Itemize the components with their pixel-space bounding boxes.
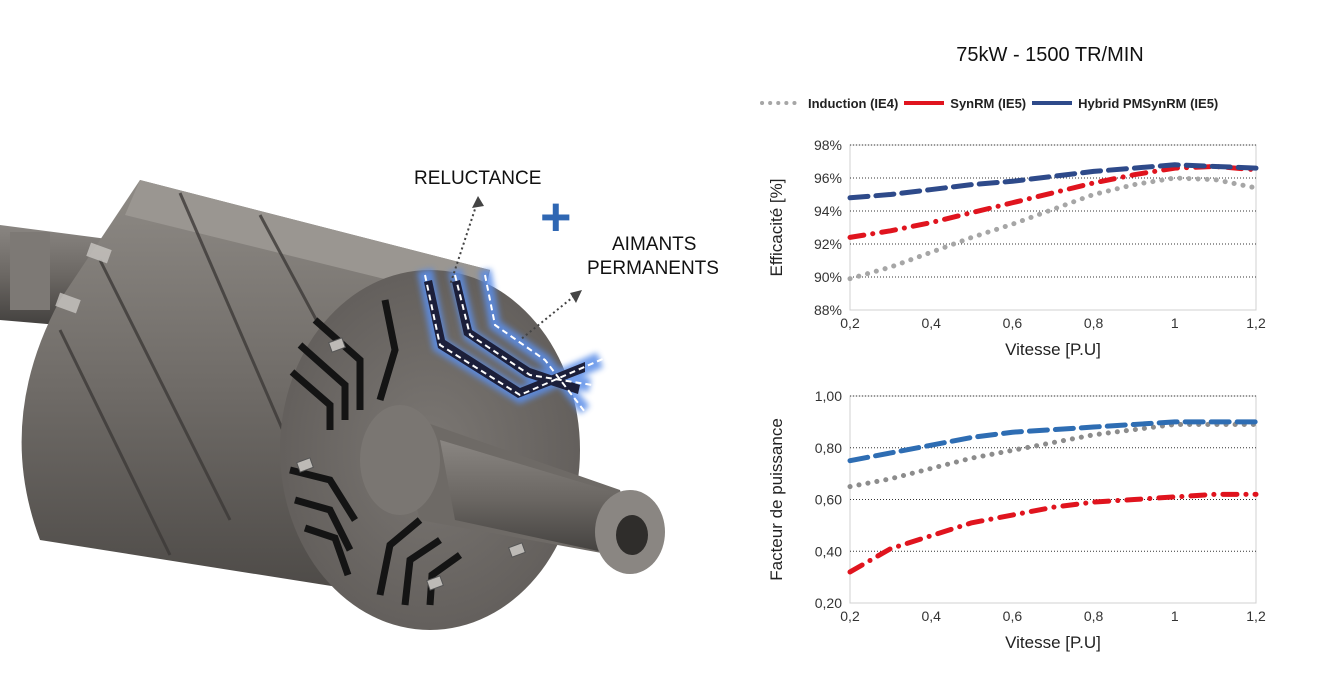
plus-sign: + [540, 187, 572, 247]
power-factor-chart: 0,20 0,40 0,60 0,80 1,00 0,2 0,4 0,6 0,8 1 1,2Vite… [767, 388, 1266, 652]
chart0-y-tick-label: 88% [814, 302, 842, 318]
chart1-y-tick-label: 1,00 [815, 388, 842, 404]
legend-item-induction: Induction (IE4) [760, 96, 898, 111]
reluctance-label: RELUCTANCE [414, 168, 542, 189]
chart1-series-line-0 [847, 421, 1259, 490]
legend-item-hybrid: Hybrid PMSynRM (IE5) [1030, 96, 1218, 111]
chart1-x-tick-label: 1,2 [1246, 608, 1266, 624]
chart0-x-tick-label: 1 [1171, 315, 1179, 331]
legend-swatch-synrm [904, 101, 945, 105]
chart0-series-line-0 [847, 175, 1259, 282]
chart1-series-line-2 [847, 419, 1259, 464]
chart0-x-tick-label: 0,6 [1003, 315, 1023, 331]
chart1-x-tick-label: 0,4 [921, 608, 941, 624]
chart0-x-tick-label: 0,2 [840, 315, 860, 331]
chart1-x-axis-label: Vitesse [P.U] [1005, 633, 1101, 652]
chart0-y-tick-label: 90% [814, 269, 842, 285]
chart0-y-axis-label: Efficacité [%] [767, 179, 786, 277]
chart0-x-tick-label: 0,4 [921, 315, 941, 331]
rotor-illustration [0, 180, 665, 630]
chart1-y-tick-label: 0,60 [815, 492, 842, 508]
chart0-x-tick-label: 0,8 [1084, 315, 1104, 331]
chart0-y-tick-label: 92% [814, 236, 842, 252]
legend-swatch-hybrid [1032, 101, 1073, 105]
chart1-x-tick-label: 1 [1171, 608, 1179, 624]
chart1-y-tick-label: 0,20 [815, 595, 842, 611]
magnets-label-line1: AIMANTS [612, 234, 697, 255]
chart0-x-axis-label: Vitesse [P.U] [1005, 340, 1101, 359]
legend-swatch-induction [760, 101, 804, 105]
chart1-x-tick-label: 0,8 [1084, 608, 1104, 624]
legend-label-hybrid: Hybrid PMSynRM (IE5) [1078, 95, 1219, 111]
chart1-x-tick-label: 0,2 [840, 608, 860, 624]
chart1-series-line-1 [847, 491, 1259, 575]
magnets-label-line2: PERMANENTS [587, 258, 719, 279]
chart1-y-tick-label: 0,40 [815, 543, 842, 559]
chart0-series-line-1 [847, 163, 1259, 240]
legend-item-synrm: SynRM (IE5) [902, 96, 1026, 111]
chart1-y-axis-label: Facteur de puissance [767, 418, 786, 581]
chart1-x-tick-label: 0,6 [1003, 608, 1023, 624]
legend: Induction (IE4) SynRM (IE5) Hybrid PMSyn… [760, 92, 1222, 114]
efficiency-chart: 88% 90% 92% 94% 96% 98% 0,2 0,4 0,6 0,8 1 1,2Vitess… [767, 137, 1266, 359]
chart0-plot-frame [849, 144, 1257, 311]
legend-label-induction: Induction (IE4) [808, 95, 899, 111]
legend-label-synrm: SynRM (IE5) [950, 95, 1027, 111]
chart0-x-tick-label: 1,2 [1246, 315, 1266, 331]
chart-title: 75kW - 1500 TR/MIN [956, 44, 1144, 66]
chart0-y-tick-label: 98% [814, 137, 842, 153]
chart0-y-tick-label: 94% [814, 203, 842, 219]
chart0-y-tick-label: 96% [814, 170, 842, 186]
chart1-y-tick-label: 0,80 [815, 440, 842, 456]
chart0-series-line-2 [847, 162, 1259, 201]
